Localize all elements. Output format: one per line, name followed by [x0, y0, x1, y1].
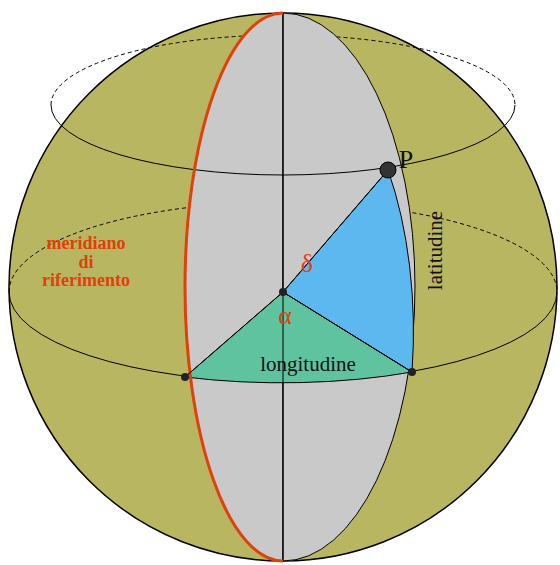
axis-label: longitudine — [260, 354, 356, 375]
point-label: P — [399, 147, 413, 173]
angle-symbol: α — [278, 303, 292, 329]
axis-label: latitudine — [425, 210, 446, 289]
angle-symbol: δ — [301, 251, 313, 277]
meridian-label: meridiano di riferimento — [42, 234, 130, 291]
